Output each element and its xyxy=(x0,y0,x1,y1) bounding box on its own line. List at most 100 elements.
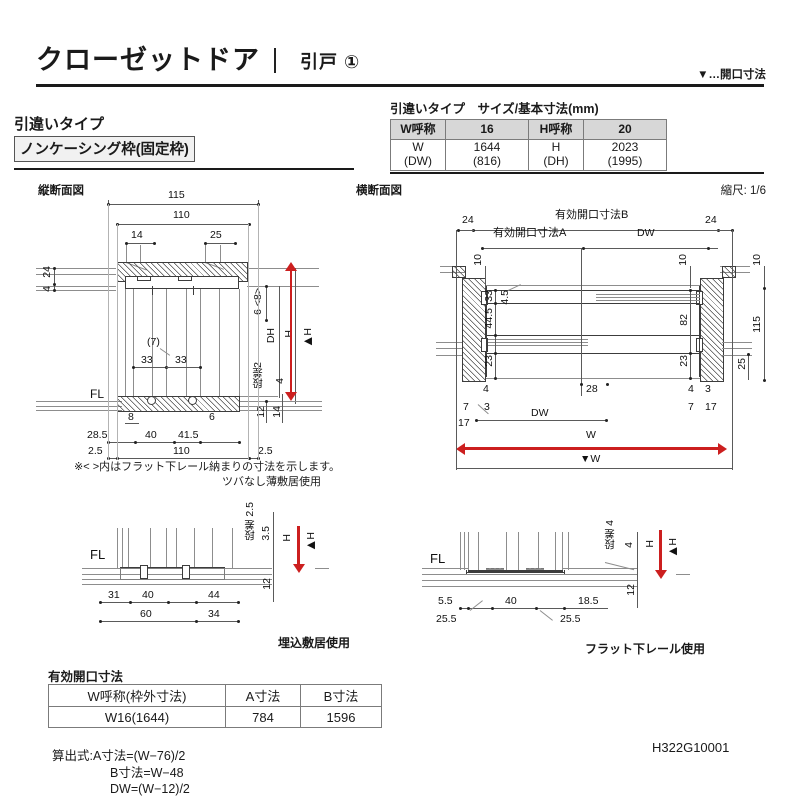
detail-left-31: 31 xyxy=(108,589,120,601)
detail-right-25-5-left: 25.5 xyxy=(436,613,457,625)
frame-heading: ノンケーシング枠(固定枠) xyxy=(14,136,195,162)
h-dim-label-sub: (DH) xyxy=(543,153,569,168)
detail-right-h-arrow-head xyxy=(655,570,667,579)
opening-dimension-legend: ▼…開口寸法 xyxy=(697,69,766,81)
dim-14: 14 xyxy=(131,229,143,241)
dim-6-sill: 6 xyxy=(209,411,215,423)
opening-table: W呼称(枠外寸法) A寸法 B寸法 W16(1644) 784 1596 xyxy=(48,684,382,728)
dim-2-5-left: 2.5 xyxy=(88,445,103,457)
dim-33-right: 33 xyxy=(175,354,187,366)
detail-right-40: 40 xyxy=(505,595,517,607)
dim-10-left: 10 xyxy=(472,254,484,266)
w-dim-value-main: 1644 xyxy=(473,140,501,154)
size-table-title: 引違いタイプ サイズ/基本寸法(mm) xyxy=(390,102,599,116)
dim-DH: DH xyxy=(265,328,277,344)
w-dim-value-sub: (816) xyxy=(472,153,501,168)
opening-height-arrow-head-bottom xyxy=(285,392,297,401)
detail-left-fl-label: FL xyxy=(90,547,106,562)
roller-right-detail xyxy=(182,565,190,579)
h-dim-label-main: H xyxy=(551,140,561,154)
dim-17-left: 17 xyxy=(458,417,470,429)
page-title: クローゼットドア xyxy=(36,45,260,75)
dim-115-top: 115 xyxy=(168,189,185,201)
opening-table-grid: W呼称(枠外寸法) A寸法 B寸法 W16(1644) 784 1596 xyxy=(48,684,382,728)
roller-left xyxy=(147,396,156,405)
cell-w-nominal: W16(1644) xyxy=(48,706,226,728)
detail-left-34: 34 xyxy=(208,608,220,620)
col-header-b: B寸法 xyxy=(300,684,382,707)
dim-DW-top: DW xyxy=(637,227,655,239)
w-nominal-header: W呼称 xyxy=(390,119,446,140)
dim-8: 8 xyxy=(128,411,134,423)
dim-28-5: 28.5 xyxy=(87,429,108,441)
thin-sill-note: ツバなし薄敷居使用 xyxy=(222,476,321,488)
horizontal-section-drawing: 有効開口寸法B 24 24 有効開口寸法A DW xyxy=(400,190,800,480)
detail-left-60: 60 xyxy=(140,608,152,620)
dim-33-left: 33 xyxy=(141,354,153,366)
dim-10-far-right: 10 xyxy=(751,254,763,266)
opening-height-arrow-head-top xyxy=(285,262,297,271)
head-rail-groove xyxy=(125,276,239,289)
dim-44-5: 44.5 xyxy=(483,308,495,329)
h-dim-value: 2023 (1995) xyxy=(583,139,667,171)
vertical-section-drawing: 115 110 14 25 24 4 xyxy=(0,190,360,480)
opening-width-arrow-line xyxy=(464,447,720,450)
dim-4-lower-left: 4 xyxy=(483,383,489,395)
detail-left-h-opening: ▶H xyxy=(305,532,317,552)
dim-7-left: 7 xyxy=(463,401,469,413)
dim-DW-bottom: DW xyxy=(531,407,549,419)
detail-left-step: 段差 2.5 xyxy=(244,502,256,541)
flat-rail-caption: フラット下レール使用 xyxy=(585,642,706,656)
detail-left-40: 40 xyxy=(142,589,154,601)
opening-width-arrow-head-left xyxy=(456,443,465,455)
h-dim-value-main: 2023 xyxy=(611,140,639,154)
roller-right xyxy=(188,396,197,405)
dim-4-5: 4.5 xyxy=(499,290,511,305)
opening-height-arrow-line xyxy=(289,268,292,394)
detail-right-25-5-right: 25.5 xyxy=(560,613,581,625)
dim-4-lower-right: 4 xyxy=(688,383,694,395)
dim-23-right: 23 xyxy=(678,355,690,367)
opening-width-arrow-head-right xyxy=(718,443,727,455)
dim-10-right: 10 xyxy=(677,254,689,266)
dim-40: 40 xyxy=(145,429,157,441)
detail-right-h-arrow-line xyxy=(659,530,662,574)
formula-line-2: B寸法=W−48 xyxy=(110,765,184,780)
dim-23-left: 23 xyxy=(483,355,495,367)
dim-82: 82 xyxy=(678,314,690,326)
size-table-grid: W呼称 16 H呼称 20 W (DW) 1644 (816) H (DH) 2… xyxy=(390,119,667,171)
dim-3-right: 3 xyxy=(705,383,711,395)
col-header-a: A寸法 xyxy=(225,684,301,707)
detail-left-h-arrow-line xyxy=(297,526,300,568)
w-nominal-value: 16 xyxy=(445,119,529,140)
vertical-section-caption: 縦断面図 xyxy=(38,185,84,197)
w-dim-label-main: W xyxy=(412,140,424,154)
opening-table-title: 有効開口寸法 xyxy=(48,670,124,684)
subheading-rule xyxy=(14,168,354,170)
roller-left-detail xyxy=(140,565,148,579)
h-dim-value-sub: (1995) xyxy=(607,153,643,168)
dim-2-5-right: 2.5 xyxy=(258,445,273,457)
dim-14-sill: 14 xyxy=(271,406,283,418)
dim-4-step: 4 xyxy=(274,378,286,384)
dim-110-bottom: 110 xyxy=(173,445,190,457)
dim-H-opening: ▶H xyxy=(302,328,314,348)
horizontal-section-caption: 横断面図 xyxy=(356,185,402,197)
header-rule xyxy=(36,84,764,87)
size-table-rule xyxy=(390,172,764,174)
size-table: 引違いタイプ サイズ/基本寸法(mm) W呼称 16 H呼称 20 W (DW)… xyxy=(390,98,667,171)
dim-4: 4 xyxy=(41,286,53,292)
table-row: W (DW) 1644 (816) H (DH) 2023 (1995) xyxy=(390,139,667,171)
dim-33: 33 xyxy=(483,290,495,302)
dim-7-right: 7 xyxy=(688,401,694,413)
dim-7: (7) xyxy=(147,336,160,348)
detail-right-4: 4 xyxy=(623,542,635,548)
label-effective-opening-b: 有効開口寸法B xyxy=(555,209,629,221)
detail-left-44: 44 xyxy=(208,589,220,601)
scale-note: 縮尺: 1/6 xyxy=(720,185,766,197)
detail-right-fl-label: FL xyxy=(430,551,446,566)
h-nominal-header: H呼称 xyxy=(528,119,584,140)
right-wall-stub xyxy=(722,266,736,278)
dim-17-right: 17 xyxy=(705,401,717,413)
dim-24-left: 24 xyxy=(462,214,474,226)
